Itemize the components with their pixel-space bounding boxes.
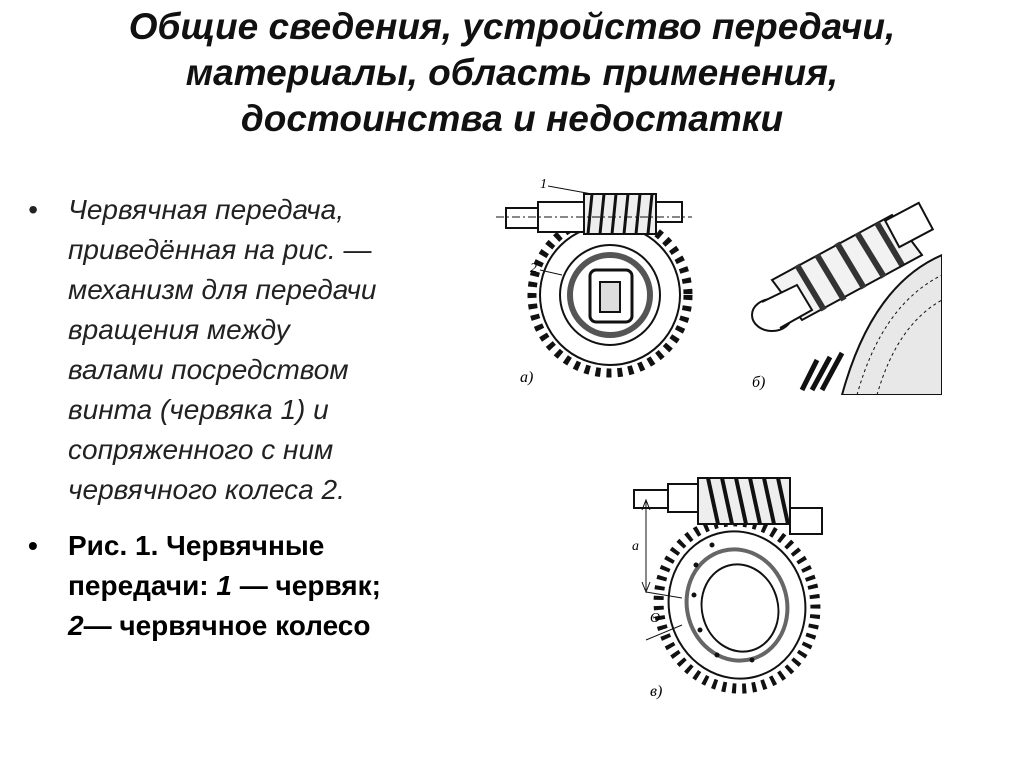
caption-prefix: передачи:	[68, 570, 217, 601]
label-wheel-2: 2	[530, 261, 537, 276]
worm-shaft-angled-drawing	[633, 477, 823, 535]
bullet-marker: •	[28, 194, 38, 225]
desc-line: вращения между	[68, 314, 290, 345]
caption-num-wheel: 2	[68, 610, 84, 641]
desc-line: Червячная передача,	[68, 194, 344, 225]
bullet-figure-caption: • Рис. 1. Червячные передачи: 1 — червяк…	[28, 526, 468, 646]
desc-line: механизм для передачи	[68, 274, 377, 305]
bullet-description: • Червячная передача, приведённая на рис…	[28, 190, 468, 510]
dimension-a-label: а	[632, 539, 639, 554]
title-line-3: достоинства и недостатки	[240, 98, 784, 139]
title-line-1: Общие сведения, устройство передачи,	[128, 6, 896, 47]
caption-worm-text: — червяк;	[231, 570, 381, 601]
figure-a-worm-gear: 1 2 а)	[496, 177, 693, 386]
dimension-lines	[641, 498, 683, 641]
desc-line: сопряженного с ним	[68, 434, 334, 465]
figure-c-caption: в)	[650, 683, 662, 700]
caption-line-2: передачи: 1 — червяк;	[68, 566, 468, 606]
label-worm-1: 1	[540, 177, 547, 192]
caption-wheel-text: — червячное колесо	[83, 610, 371, 641]
figure-b-worm-closeup: б)	[751, 201, 942, 395]
desc-line: приведённая на рис. —	[68, 234, 372, 265]
figure-b-caption: б)	[752, 374, 765, 391]
worm-shaft-drawing	[496, 193, 692, 235]
figure-c-worm-gear: а Θ в)	[632, 477, 823, 700]
title-line-2: материалы, область применения,	[185, 52, 839, 93]
desc-line: валами посредством	[68, 354, 349, 385]
caption-num-worm: 1	[216, 570, 232, 601]
dimension-theta-label: Θ	[650, 611, 660, 626]
caption-line-1: Рис. 1. Червячные	[68, 530, 325, 561]
desc-line: червячного колеса 2.	[68, 474, 345, 505]
bullet-marker: •	[28, 530, 38, 561]
wheel-sector-drawing	[799, 253, 942, 395]
caption-line-3: 2— червячное колесо	[68, 606, 468, 646]
worm-wheel-drawing	[527, 212, 693, 378]
desc-line: винта (червяка 1) и	[68, 394, 329, 425]
bullet-list: • Червячная передача, приведённая на рис…	[28, 190, 468, 646]
figure-a-caption: а)	[520, 369, 533, 386]
page-title: Общие сведения, устройство передачи, мат…	[60, 4, 964, 142]
worm-closeup-drawing	[751, 201, 935, 332]
